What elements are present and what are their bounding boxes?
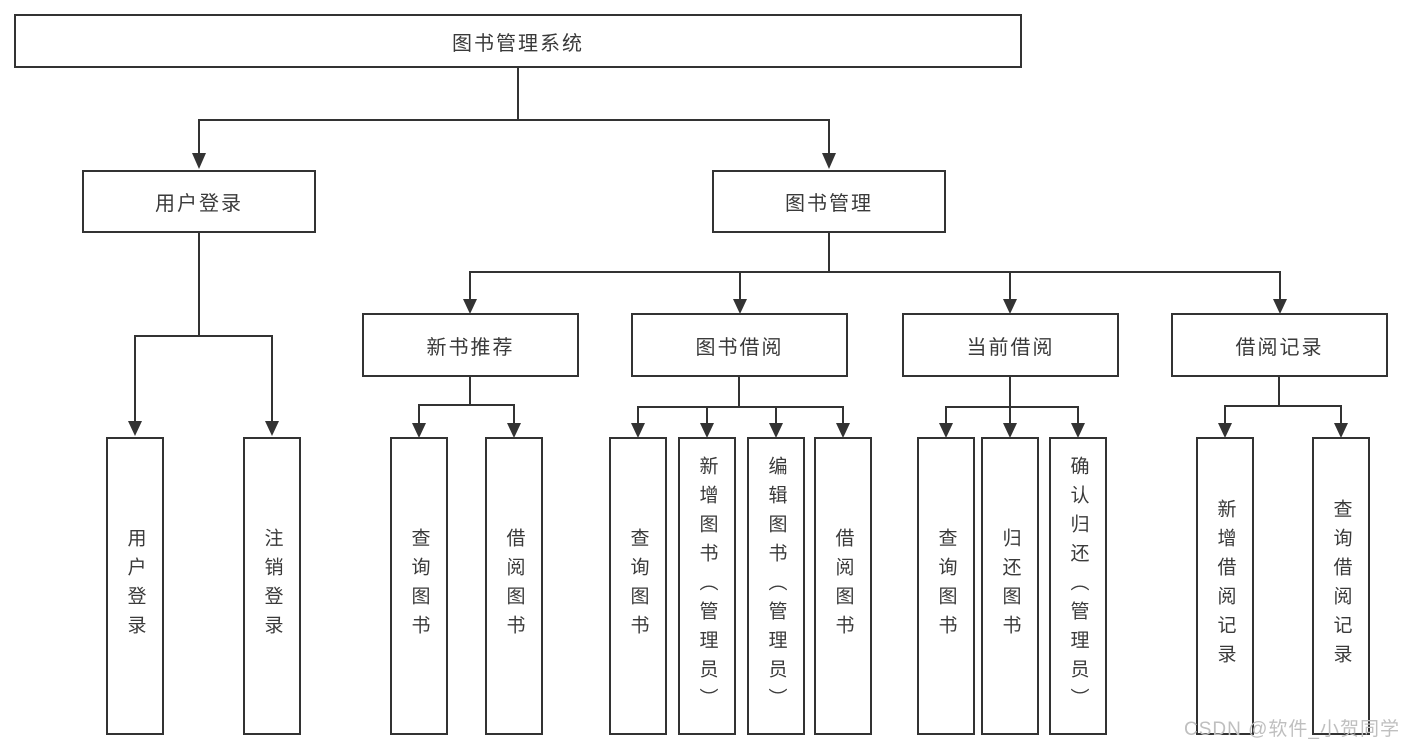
node-label: 新增借阅记录 [1214, 499, 1236, 673]
node-label: 查询图书 [408, 528, 430, 644]
leaf-br-add-record: 新增借阅记录 [1196, 437, 1254, 735]
node-label: 借阅图书 [503, 528, 525, 644]
leaf-bb-add-book-admin: 新增图书（管理员） [678, 437, 736, 735]
node-label: 查询图书 [935, 528, 957, 644]
node-book-management: 图书管理 [712, 170, 946, 233]
leaf-br-query-record: 查询借阅记录 [1312, 437, 1370, 735]
leaf-user-login: 用户登录 [106, 437, 164, 735]
leaf-cb-confirm-return-admin: 确认归还（管理员） [1049, 437, 1107, 735]
node-user-login: 用户登录 [82, 170, 316, 233]
leaf-cb-return-book: 归还图书 [981, 437, 1039, 735]
leaf-logout: 注销登录 [243, 437, 301, 735]
leaf-bb-borrow-book: 借阅图书 [814, 437, 872, 735]
node-label: 注销登录 [261, 528, 283, 644]
leaf-bb-edit-book-admin: 编辑图书（管理员） [747, 437, 805, 735]
leaf-cb-query-book: 查询图书 [917, 437, 975, 735]
leaf-rec-query-book: 查询图书 [390, 437, 448, 735]
csdn-watermark: CSDN @软件_小贺同学 [1184, 719, 1400, 740]
node-label: 归还图书 [999, 528, 1021, 644]
node-label: 当前借阅 [966, 336, 1055, 359]
node-label: 借阅记录 [1235, 336, 1324, 359]
node-label: 借阅图书 [832, 528, 854, 644]
node-label: 新书推荐 [426, 336, 515, 359]
node-borrowing-records: 借阅记录 [1171, 313, 1388, 377]
node-label: 用户登录 [155, 193, 243, 215]
leaf-bb-query-book: 查询图书 [609, 437, 667, 735]
node-book-borrowing: 图书借阅 [631, 313, 848, 377]
node-current-borrowing: 当前借阅 [902, 313, 1119, 377]
node-label: 图书借阅 [695, 336, 784, 359]
node-label: 用户登录 [124, 528, 146, 644]
node-label: 图书管理 [785, 193, 873, 215]
node-label: 查询借阅记录 [1330, 499, 1352, 673]
leaf-rec-borrow-book: 借阅图书 [485, 437, 543, 735]
node-label: 确认归还（管理员） [1067, 455, 1089, 717]
node-new-book-recommend: 新书推荐 [362, 313, 579, 377]
node-library-management-system: 图书管理系统 [14, 14, 1022, 68]
node-label: 查询图书 [627, 528, 649, 644]
node-label: 编辑图书（管理员） [765, 455, 787, 717]
node-label: 图书管理系统 [452, 32, 584, 55]
node-label: 新增图书（管理员） [696, 455, 718, 717]
